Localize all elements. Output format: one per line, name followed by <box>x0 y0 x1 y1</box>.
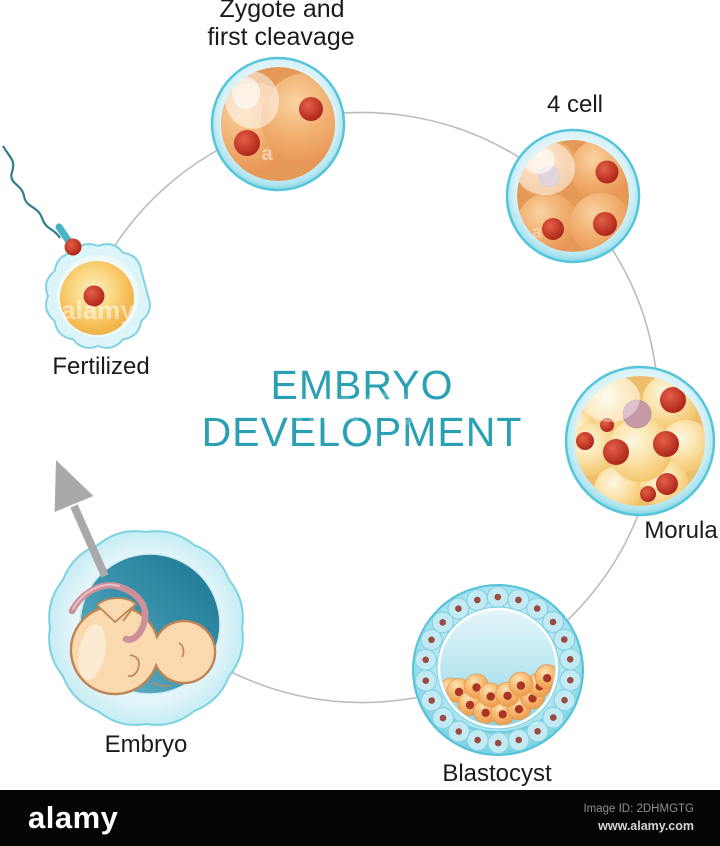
alamy-logo: alamy <box>28 800 119 835</box>
diagram-title-line1: EMBRYO <box>271 362 454 408</box>
watermark-a-zygote: a <box>261 143 273 165</box>
watermark-alamy-fertilized: alamy <box>61 295 135 325</box>
stage-fertilized-illustration: alamy <box>2 145 151 349</box>
stage-morula-illustration <box>564 365 716 517</box>
sperm-tail <box>2 145 61 239</box>
diagram-svg: alamy a a <box>2 0 718 787</box>
arrow-head <box>54 460 94 512</box>
label-zygote-line2: first cleavage <box>207 23 354 51</box>
image-id: Image ID: 2DHMGTG <box>583 803 694 815</box>
diagram-title-line2: DEVELOPMENT <box>202 409 523 455</box>
stage-embryo-illustration <box>48 530 244 726</box>
stage-four-cell-illustration: a <box>505 128 641 264</box>
fetus <box>69 597 217 696</box>
sperm-head <box>64 238 82 256</box>
footer-meta: Image ID: 2DHMGTG www.alamy.com <box>583 801 694 835</box>
alamy-url: www.alamy.com <box>598 819 694 833</box>
stage-blastocyst-illustration <box>412 584 584 756</box>
label-blastocyst: Blastocyst <box>442 760 552 787</box>
label-zygote-line1: Zygote and <box>219 0 344 23</box>
label-morula: Morula <box>644 517 718 544</box>
alamy-footer-bar: alamy Image ID: 2DHMGTG www.alamy.com <box>0 790 720 846</box>
label-embryo: Embryo <box>105 731 188 758</box>
egg-nucleus <box>83 285 105 307</box>
stage-zygote-illustration: a <box>210 56 346 192</box>
embryo-development-diagram: alamy a a <box>2 0 718 787</box>
cycle-arrow <box>54 460 109 578</box>
watermark-a-four-cell: a <box>532 222 543 242</box>
label-fertilized: Fertilized <box>52 353 149 380</box>
label-four-cell: 4 cell <box>547 91 603 118</box>
